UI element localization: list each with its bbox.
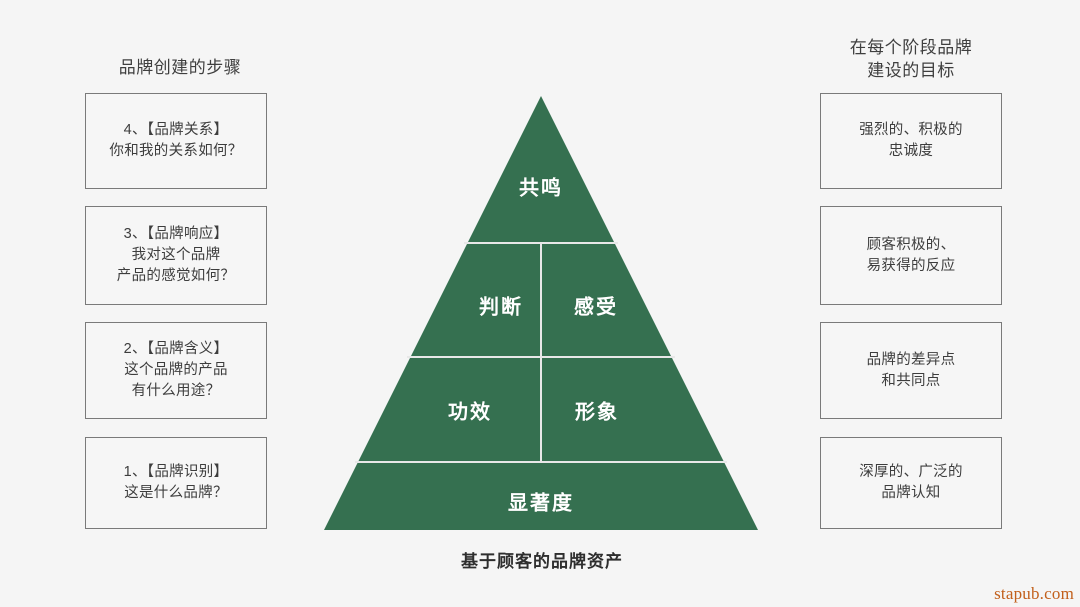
pyramid-level-judgment[interactable]: 判断 — [479, 296, 523, 319]
right-column-heading: 在每个阶段品牌 建设的目标 — [849, 38, 973, 80]
left-step-box-2-text: 2、【品牌含义】 这个品牌的产品 有什么用途？ — [123, 341, 229, 399]
left-column-heading: 品牌创建的步骤 — [118, 58, 242, 77]
left-step-box-1-text: 1、【品牌识别】 这是什么品牌？ — [123, 464, 229, 501]
pyramid-level-resonance[interactable]: 共鸣 — [519, 177, 563, 200]
pyramid-caption: 基于顾客的品牌资产 — [461, 552, 623, 571]
left-step-box-1[interactable]: 1、【品牌识别】 这是什么品牌？ — [85, 437, 267, 529]
pyramid-shape — [324, 96, 758, 530]
left-step-box-4-text: 4、【品牌关系】 你和我的关系如何？ — [109, 122, 243, 159]
pyramid-level-salience[interactable]: 显著度 — [508, 492, 574, 515]
right-goal-box-2-text: 品牌的差异点 和共同点 — [866, 351, 956, 389]
left-step-box-2[interactable]: 2、【品牌含义】 这个品牌的产品 有什么用途？ — [85, 322, 267, 419]
site-watermark: stapub.com — [994, 584, 1074, 603]
right-goal-box-1[interactable]: 深厚的、广泛的 品牌认知 — [820, 437, 1002, 529]
left-step-box-4[interactable]: 4、【品牌关系】 你和我的关系如何？ — [85, 93, 267, 189]
right-goal-box-2[interactable]: 品牌的差异点 和共同点 — [820, 322, 1002, 419]
pyramid-level-imagery[interactable]: 形象 — [575, 401, 619, 424]
right-goal-box-3[interactable]: 顾客积极的、 易获得的反应 — [820, 206, 1002, 305]
right-goal-box-3-text: 顾客积极的、 易获得的反应 — [866, 236, 956, 274]
left-step-box-3[interactable]: 3、【品牌响应】 我对这个品牌 产品的感觉如何？ — [85, 206, 267, 305]
right-goal-box-4-text: 强烈的、积极的 忠诚度 — [859, 122, 963, 159]
brand-equity-pyramid: 共鸣 判断 感受 功效 形象 显著度 — [318, 90, 766, 538]
left-step-box-3-text: 3、【品牌响应】 我对这个品牌 产品的感觉如何？ — [116, 226, 236, 284]
pyramid-level-performance[interactable]: 功效 — [448, 401, 492, 424]
pyramid-level-feelings[interactable]: 感受 — [574, 296, 618, 319]
right-goal-box-4[interactable]: 强烈的、积极的 忠诚度 — [820, 93, 1002, 189]
right-goal-box-1-text: 深厚的、广泛的 品牌认知 — [859, 464, 963, 501]
